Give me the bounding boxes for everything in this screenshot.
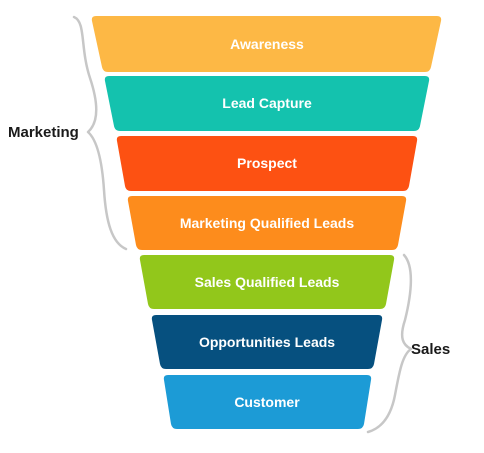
sales-label: Sales <box>411 341 450 358</box>
funnel-stage-sales-qualified-leads: Sales Qualified Leads <box>139 255 395 309</box>
stage-label: Prospect <box>237 155 297 171</box>
funnel-stage-marketing-qualified-leads: Marketing Qualified Leads <box>127 196 407 250</box>
stage-label: Lead Capture <box>222 95 312 111</box>
funnel-stage-lead-capture: Lead Capture <box>104 76 430 131</box>
stage-label: Sales Qualified Leads <box>195 274 340 290</box>
stage-label: Awareness <box>230 36 304 52</box>
marketing-brace <box>72 15 128 251</box>
funnel-stage-customer: Customer <box>163 375 372 429</box>
stage-shape <box>91 16 442 72</box>
stage-shape <box>127 196 407 250</box>
stage-label: Customer <box>234 394 300 410</box>
funnel-stage-opportunities-leads: Opportunities Leads <box>151 315 383 369</box>
stage-label: Marketing Qualified Leads <box>180 215 354 231</box>
stage-shape <box>151 315 383 369</box>
marketing-label: Marketing <box>8 124 79 141</box>
funnel-stage-prospect: Prospect <box>116 136 418 191</box>
stage-label: Opportunities Leads <box>199 334 335 350</box>
stage-shape <box>139 255 395 309</box>
funnel-stage-awareness: Awareness <box>91 16 442 72</box>
stage-shape <box>163 375 372 429</box>
stage-shape <box>104 76 430 131</box>
sales-brace <box>366 253 413 434</box>
stage-shape <box>116 136 418 191</box>
